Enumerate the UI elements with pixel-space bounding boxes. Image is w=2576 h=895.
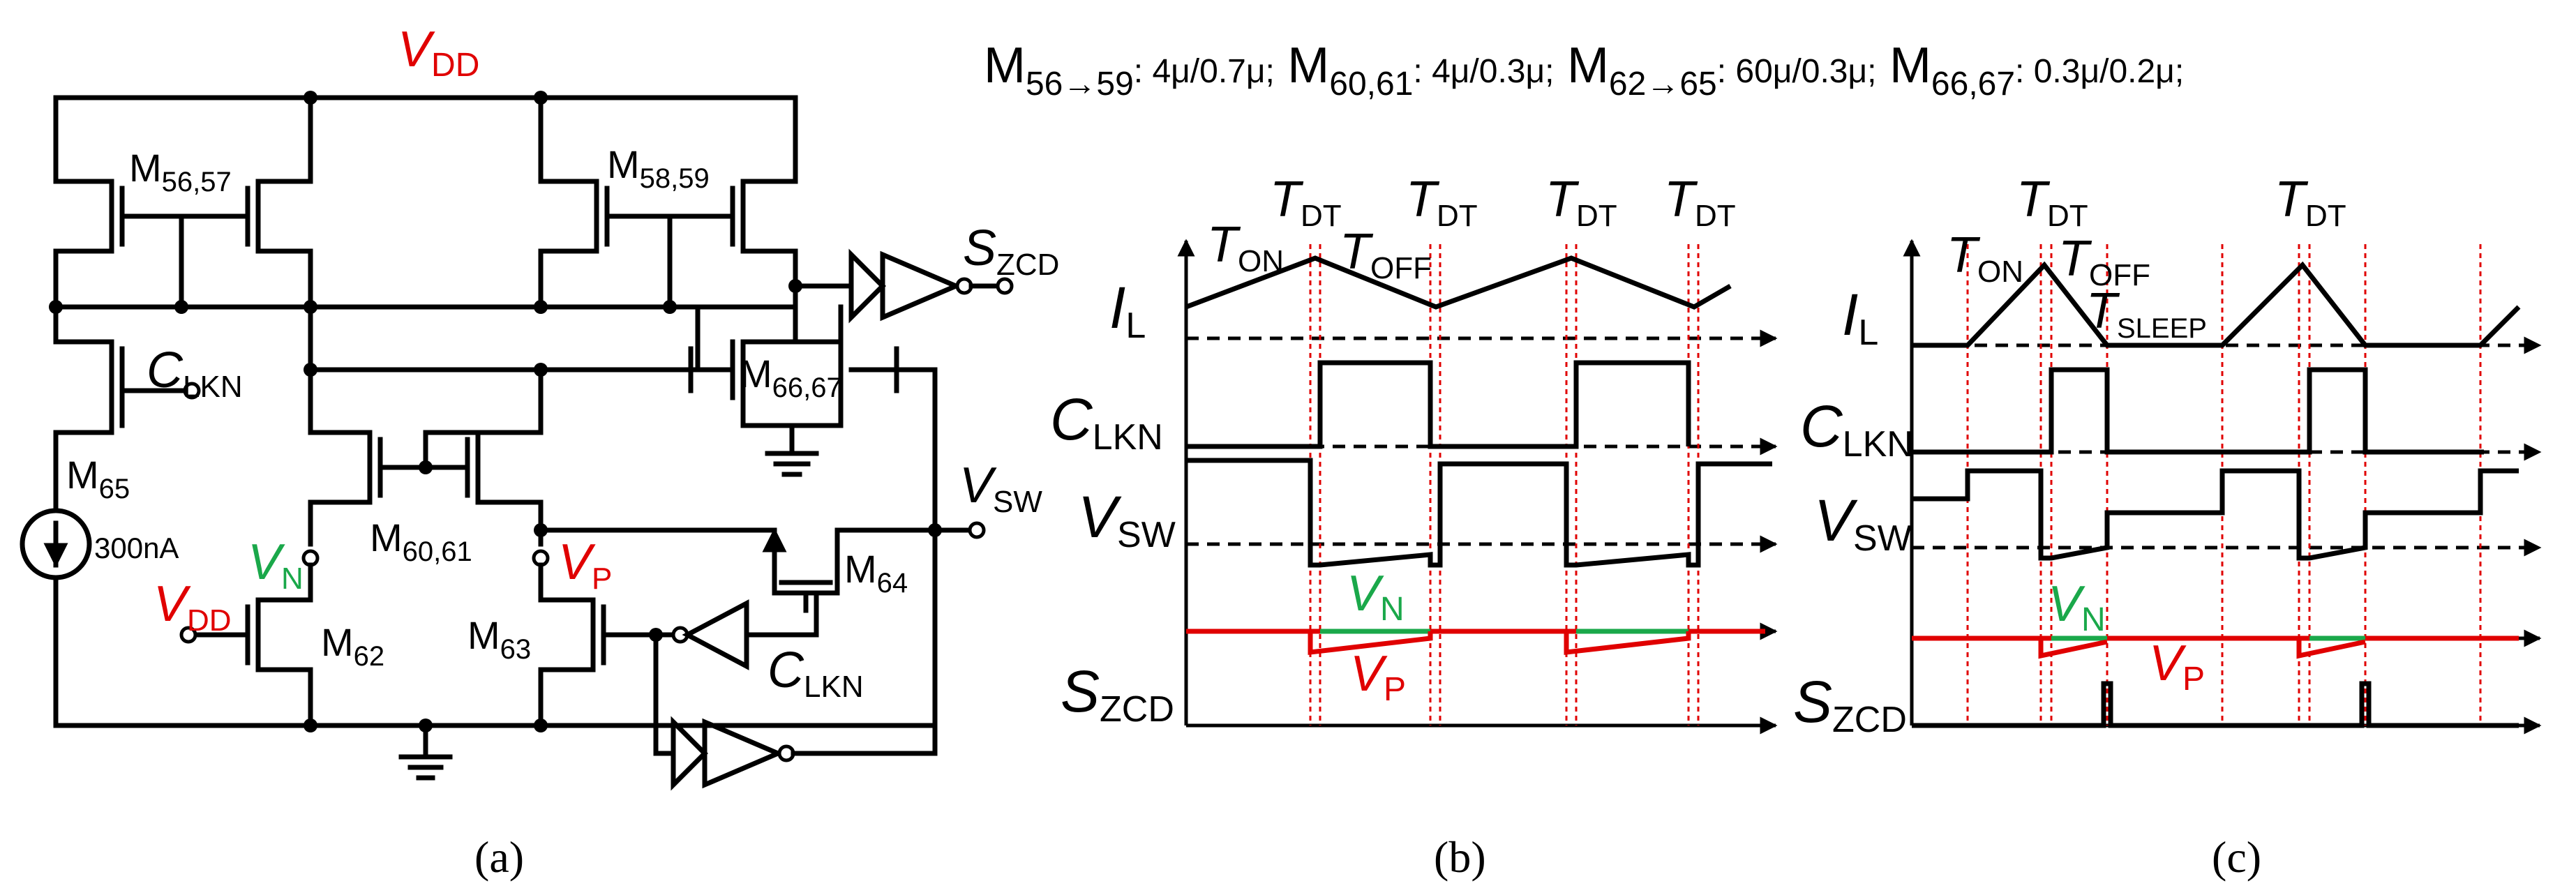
vsw-label-a: VSW	[959, 458, 1042, 519]
clkn-label-a2: CLKN	[767, 642, 864, 704]
vdd-label: VDD	[398, 22, 479, 84]
vn-label-a: VN	[248, 534, 304, 596]
m63-label: M63	[467, 613, 531, 665]
svg-text:M56→59: 4μ/0.7μ; M60,61: 4: M56→59: 4μ/0.7μ; M60,61: 4μ/0.3μ; M62→65…	[984, 38, 2184, 103]
current-label: 300nA	[94, 532, 179, 564]
vn-c: VN	[2048, 576, 2106, 638]
clkn-c: CLKN	[1800, 393, 1913, 465]
m5859-label: M58,59	[607, 142, 710, 194]
m6667-label: M66,67	[740, 352, 842, 403]
m65-label: M65	[66, 453, 130, 504]
tdt4-b: TDT	[1664, 172, 1736, 233]
vp-b: VP	[1350, 646, 1406, 708]
m62-label: M62	[321, 620, 384, 672]
vdd2-label: VDD	[153, 576, 232, 638]
toff-b: TOFF	[1340, 224, 1432, 285]
clkn-label-a: CLKN	[147, 343, 243, 404]
circuit-schematic: VDD M56,57 M58,59 CLKN M65 300nA VN VDD …	[20, 22, 1059, 791]
szcd-c: SZCD	[1793, 669, 1907, 740]
tdt2-c: TDT	[2275, 172, 2346, 233]
tdt3-b: TDT	[1545, 172, 1617, 233]
sizing-line: M56→59: 4μ/0.7μ; M60,61: 4μ/0.3μ; M62→65…	[984, 38, 2184, 103]
m6061-label: M60,61	[370, 516, 472, 567]
clkn-b: CLKN	[1050, 386, 1163, 458]
ton-c: TON	[1947, 227, 2023, 289]
tdt1-c: TDT	[2016, 172, 2088, 233]
il-b: IL	[1109, 275, 1146, 346]
m64-label: M64	[844, 547, 908, 599]
tdt2-b: TDT	[1406, 172, 1478, 233]
szcd-b: SZCD	[1061, 659, 1174, 730]
vsw-c: VSW	[1814, 488, 1912, 559]
vp-label-a: VP	[558, 534, 612, 596]
vsw-b: VSW	[1078, 484, 1176, 555]
vn-b: VN	[1347, 566, 1405, 628]
waveforms-c: TDT TDT TON TOFF TSLEEP IL CLKN VSW VN V…	[1793, 172, 2542, 740]
m5657-label: M56,57	[129, 146, 232, 197]
vp-c: VP	[2149, 635, 2205, 698]
waveforms-b: TDT TDT TDT TDT TON TOFF IL CLKN VSW VN …	[1050, 172, 1778, 735]
tsleep-c: TSLEEP	[2086, 283, 2207, 344]
tdt1-b: TDT	[1270, 172, 1342, 233]
caption-b: (b)	[1434, 832, 1486, 882]
caption-c: (c)	[2212, 832, 2261, 882]
ton-b: TON	[1207, 217, 1284, 278]
caption-a: (a)	[474, 832, 524, 882]
il-c: IL	[1842, 282, 1878, 353]
szcd-label-a: SZCD	[963, 220, 1059, 282]
toff-c: TOFF	[2058, 231, 2150, 292]
